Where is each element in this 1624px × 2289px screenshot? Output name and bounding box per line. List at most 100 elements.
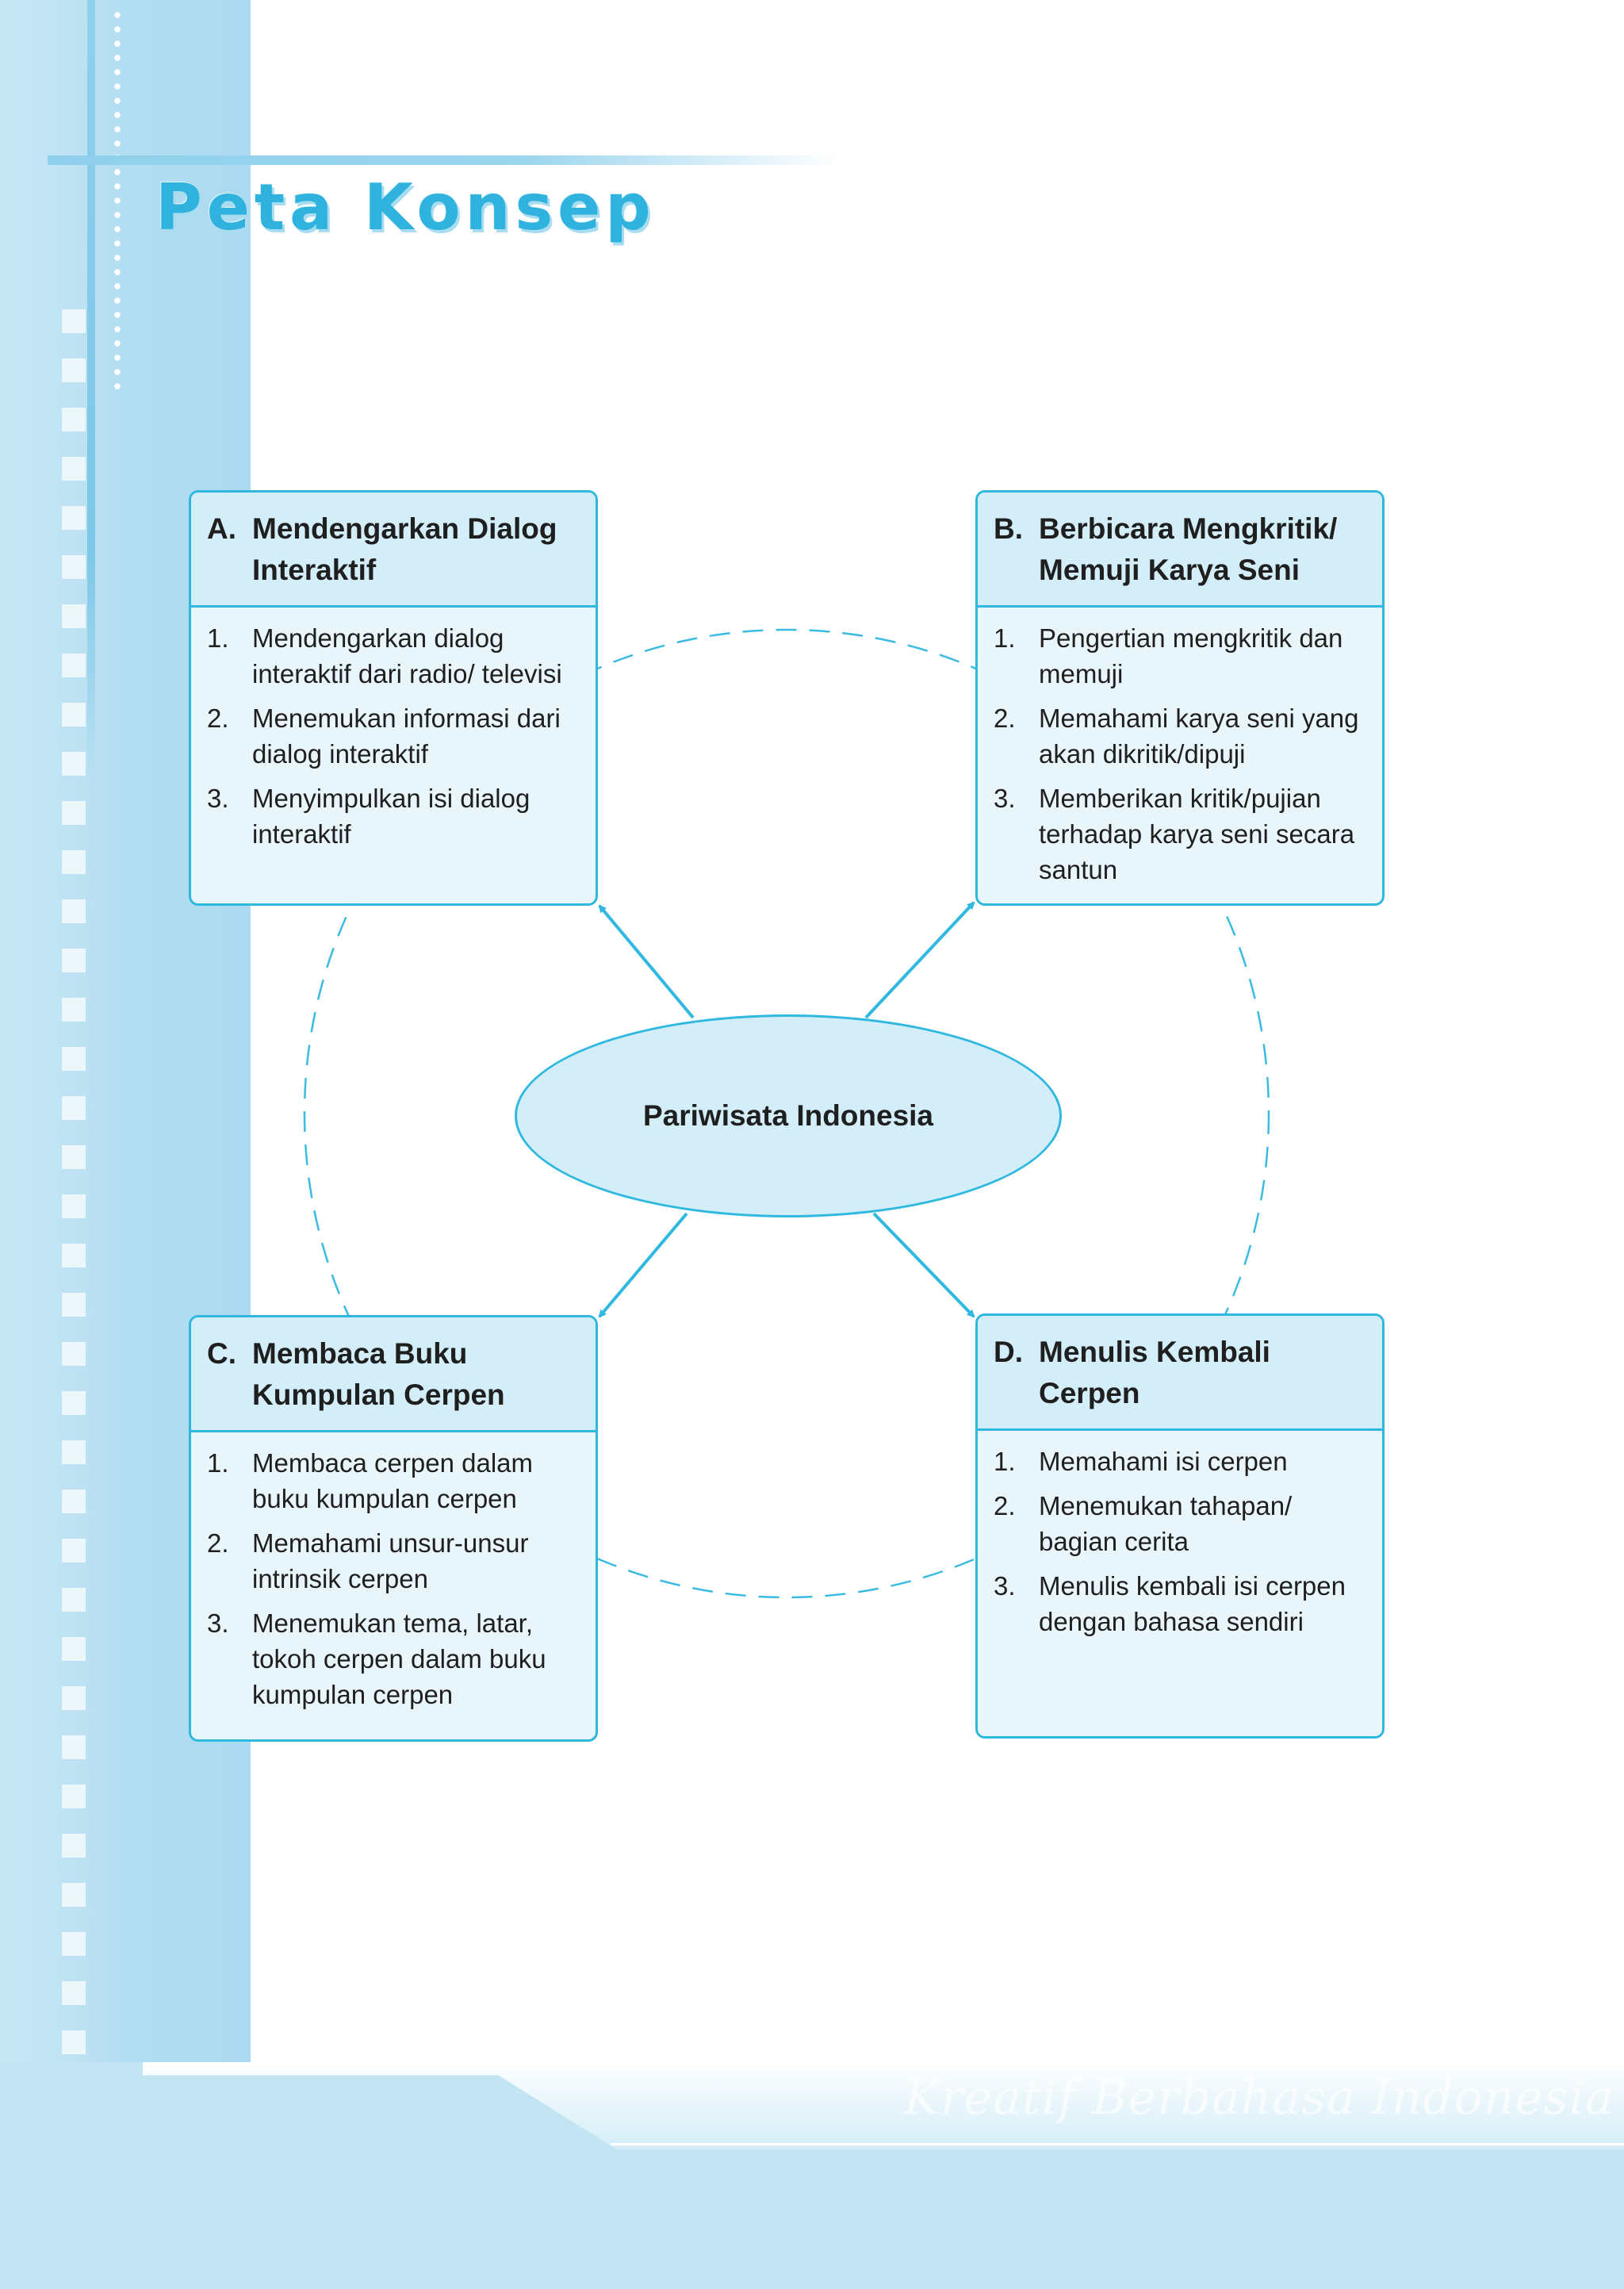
list-item: 2. Menemukan informasi dari dialog intera… [207, 700, 584, 772]
item-text: Menemukan tahapan/ bagian cerita [1039, 1491, 1293, 1556]
item-number: 2. [994, 1491, 1016, 1520]
topic-letter: D. [994, 1336, 1023, 1368]
topic-box-c: C. Membaca Buku Kumpulan Cerpen 1.Membac… [189, 1315, 598, 1742]
item-text: Memberikan kritik/pujian terhadap karya … [1039, 784, 1355, 884]
list-item: 1.Membaca cerpen dalam buku kumpulan cer… [207, 1445, 584, 1516]
list-item: 3. Menemukan tema, latar, tokoh cerpen da… [207, 1605, 584, 1712]
film-hole [62, 1637, 86, 1661]
item-number: 3. [207, 1608, 229, 1638]
dotted-accent-line [113, 8, 121, 397]
topic-letter: C. [207, 1337, 236, 1370]
list-item: 3. Menyimpulkan isi dialog interaktif [207, 780, 584, 852]
item-number: 2. [207, 1528, 229, 1558]
list-item: 1.Pengertian mengkritik dan memuji [994, 620, 1371, 692]
topic-title: Menulis Kembali Cerpen [1039, 1336, 1270, 1409]
list-item: 2. Menemukan tahapan/ bagian cerita [994, 1488, 1371, 1559]
film-hole [62, 408, 86, 431]
item-text: Memahami karya seni yang akan dikritik/d… [1039, 704, 1359, 769]
dashed-cycle-ring [303, 628, 1270, 1599]
film-hole [62, 654, 86, 677]
list-item: 3. Memberikan kritik/pujian terhadap kary… [994, 780, 1371, 888]
item-number: 3. [207, 784, 229, 813]
left-decorative-band [0, 0, 251, 2062]
film-hole [62, 899, 86, 923]
film-hole [62, 1785, 86, 1808]
topic-box-a: A. Mendengarkan Dialog Interaktif 1. Mend… [189, 490, 598, 906]
film-hole [62, 752, 86, 776]
topic-box-d: D. Menulis Kembali Cerpen 1. Memahami isi… [975, 1313, 1385, 1739]
topic-box-d-list: 1. Memahami isi cerpen 2. Menemukan tahapa… [978, 1431, 1382, 1658]
film-hole [62, 604, 86, 628]
film-hole [62, 555, 86, 579]
film-hole [62, 1834, 86, 1858]
topic-title: Mendengarkan Dialog Interaktif [252, 512, 557, 586]
film-hole [62, 1194, 86, 1218]
film-hole [62, 1342, 86, 1366]
topic-box-b-header: B. Berbicara Mengkritik/ Memuji Karya Se… [978, 493, 1382, 608]
topic-box-d-header: D. Menulis Kembali Cerpen [978, 1316, 1382, 1431]
topic-box-a-list: 1. Mendengarkan dialog interaktif dari ra… [191, 608, 596, 870]
item-number: 3. [994, 784, 1016, 813]
film-hole [62, 1047, 86, 1071]
film-hole [62, 1883, 86, 1907]
film-hole [62, 998, 86, 1022]
page-title: Peta Konsep [155, 171, 656, 244]
item-number: 1. [207, 1448, 229, 1478]
arrow-to-c [598, 1212, 688, 1318]
topic-letter: A. [207, 512, 236, 545]
film-hole [62, 1932, 86, 1956]
item-text: Mendengarkan dialog interaktif dari radi… [252, 623, 562, 688]
film-hole [62, 1981, 86, 2005]
film-hole [62, 850, 86, 874]
topic-letter: B. [994, 512, 1023, 545]
central-topic: Pariwisata Indonesia [515, 1014, 1062, 1217]
vertical-accent-line [87, 0, 95, 781]
item-text: Menemukan informasi dari dialog interakt… [252, 704, 561, 769]
film-strip [62, 309, 86, 2070]
title-accent-line [48, 155, 841, 165]
topic-box-c-header: C. Membaca Buku Kumpulan Cerpen [191, 1317, 596, 1432]
topic-box-c-list: 1.Membaca cerpen dalam buku kumpulan cer… [191, 1432, 596, 1731]
film-hole [62, 1096, 86, 1120]
film-hole [62, 949, 86, 972]
item-text: Memahami unsur-unsur intrinsik cerpen [252, 1528, 529, 1593]
item-number: 1. [994, 1447, 1016, 1476]
film-hole [62, 309, 86, 333]
list-item: 1. Memahami isi cerpen [994, 1444, 1371, 1479]
arrow-to-d [872, 1212, 975, 1318]
film-hole [62, 1293, 86, 1317]
film-hole [62, 1244, 86, 1267]
item-number: 1. [207, 623, 229, 653]
list-item: 1. Mendengarkan dialog interaktif dari ra… [207, 620, 584, 692]
item-text: Memahami isi cerpen [1039, 1447, 1288, 1476]
list-item: 3.Menulis kembali isi cerpen dengan baha… [994, 1568, 1371, 1639]
topic-title: Berbicara Mengkritik/ Memuji Karya Seni [1039, 512, 1338, 586]
central-topic-label: Pariwisata Indonesia [642, 1099, 934, 1132]
film-hole [62, 457, 86, 481]
film-hole [62, 1440, 86, 1464]
item-number: 2. [207, 704, 229, 733]
item-text: Menemukan tema, latar, tokoh cerpen dala… [252, 1608, 546, 1709]
film-hole [62, 2030, 86, 2054]
film-hole [62, 1735, 86, 1759]
film-hole [62, 1145, 86, 1169]
item-text: Pengertian mengkritik dan memuji [1039, 623, 1343, 688]
film-hole [62, 358, 86, 382]
film-hole [62, 1588, 86, 1612]
topic-title: Membaca Buku Kumpulan Cerpen [252, 1337, 505, 1411]
list-item: 2.Memahami karya seni yang akan dikritik… [994, 700, 1371, 772]
film-hole [62, 1490, 86, 1513]
film-hole [62, 506, 86, 530]
topic-box-a-header: A. Mendengarkan Dialog Interaktif [191, 493, 596, 608]
footer-line [611, 2143, 1624, 2145]
arrow-to-a [598, 904, 695, 1019]
topic-box-b: B. Berbicara Mengkritik/ Memuji Karya Se… [975, 490, 1385, 906]
list-item: 2. Memahami unsur-unsur intrinsik cerpen [207, 1525, 584, 1597]
film-hole [62, 703, 86, 727]
film-hole [62, 801, 86, 825]
film-hole [62, 1686, 86, 1710]
arrow-to-b [864, 901, 975, 1019]
item-text: Menyimpulkan isi dialog interaktif [252, 784, 530, 849]
item-text: Menulis kembali isi cerpen dengan bahasa… [1039, 1571, 1346, 1636]
